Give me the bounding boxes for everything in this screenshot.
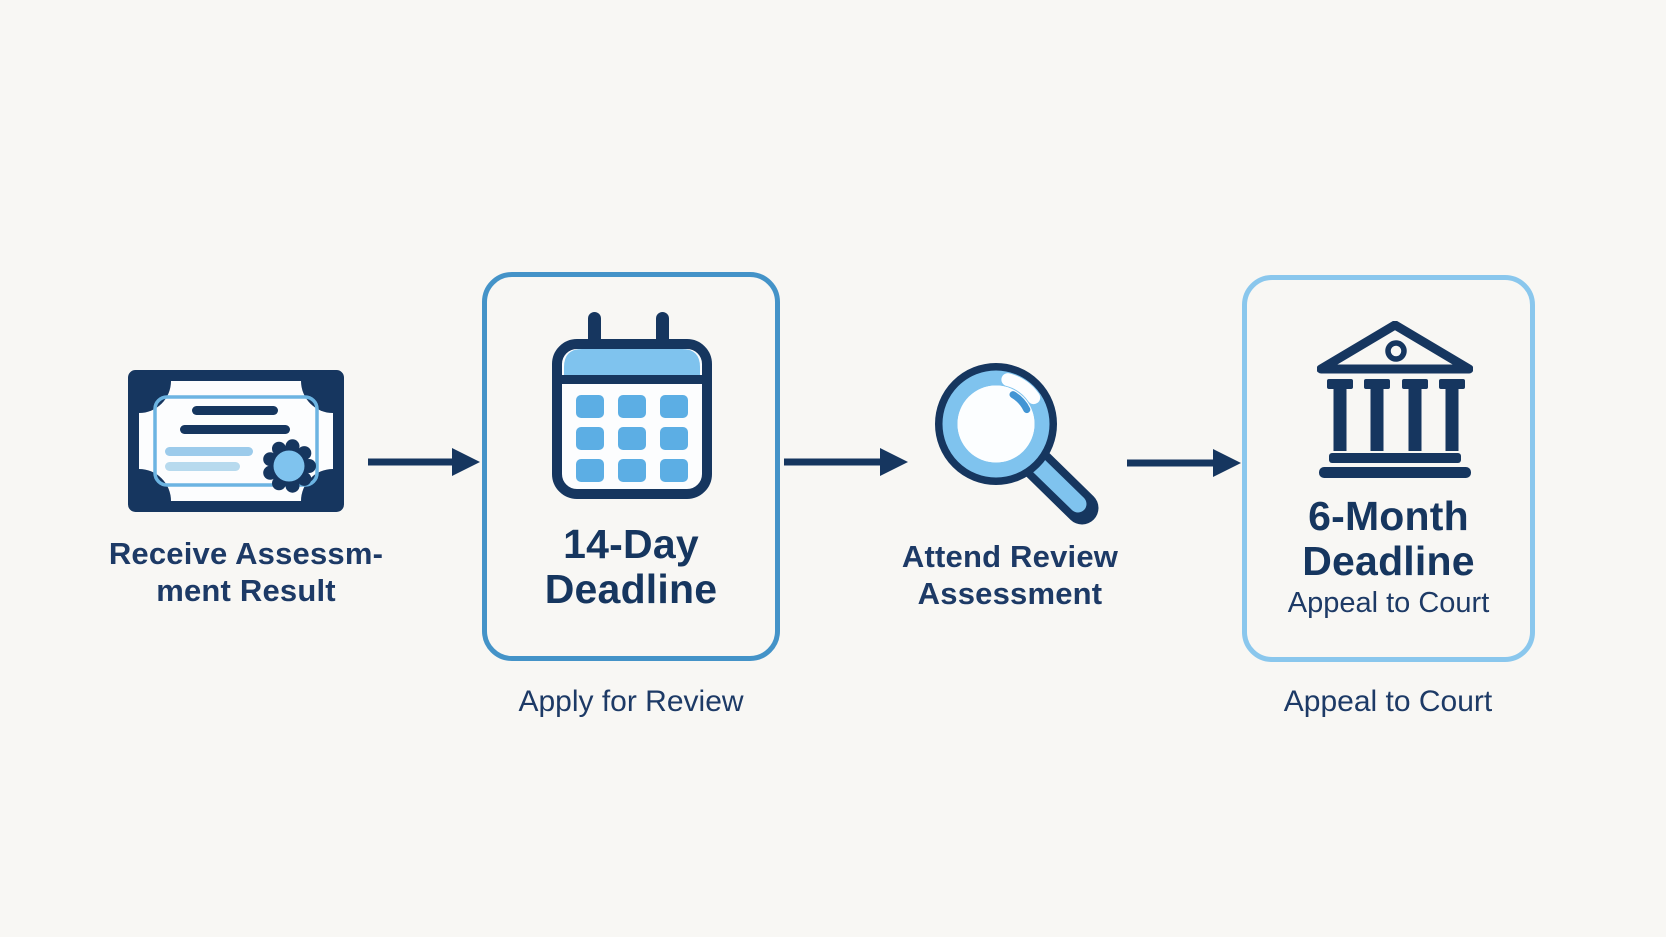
box-title-6-month-deadline: 6-Month Deadline xyxy=(1302,493,1475,584)
step-label-attend-review: Attend Review Assessment xyxy=(901,539,1119,611)
arrow-right-icon xyxy=(368,448,480,476)
court-building-icon xyxy=(1317,321,1473,478)
step-box-apply-review: 14-Day Deadline xyxy=(482,272,780,661)
arrow-right-icon xyxy=(1127,449,1241,477)
caption-appeal-to-court: Appeal to Court xyxy=(1283,685,1493,718)
box-title-14-day-deadline: 14-Day Deadline xyxy=(544,521,718,612)
box-subtitle-appeal-to-court: Appeal to Court xyxy=(1287,587,1490,619)
court-columns xyxy=(1327,379,1465,451)
step-label-receive-result: Receive Assessm- ment Result xyxy=(108,536,384,608)
calendar-grid xyxy=(576,395,688,482)
calendar-icon xyxy=(552,312,712,499)
calendar-header xyxy=(564,349,700,377)
certificate-corner xyxy=(139,469,171,501)
certificate-icon xyxy=(128,370,344,512)
certificate-seal xyxy=(263,439,316,493)
certificate-corner xyxy=(301,381,333,413)
step-box-appeal-court: 6-Month Deadline Appeal to Court xyxy=(1242,275,1535,662)
certificate-corner xyxy=(301,469,333,501)
certificate-corner xyxy=(139,381,171,413)
caption-apply-for-review: Apply for Review xyxy=(518,685,744,718)
arrow-right-icon xyxy=(784,448,908,476)
court-pediment xyxy=(1317,321,1473,374)
magnifier-icon xyxy=(935,363,1099,525)
